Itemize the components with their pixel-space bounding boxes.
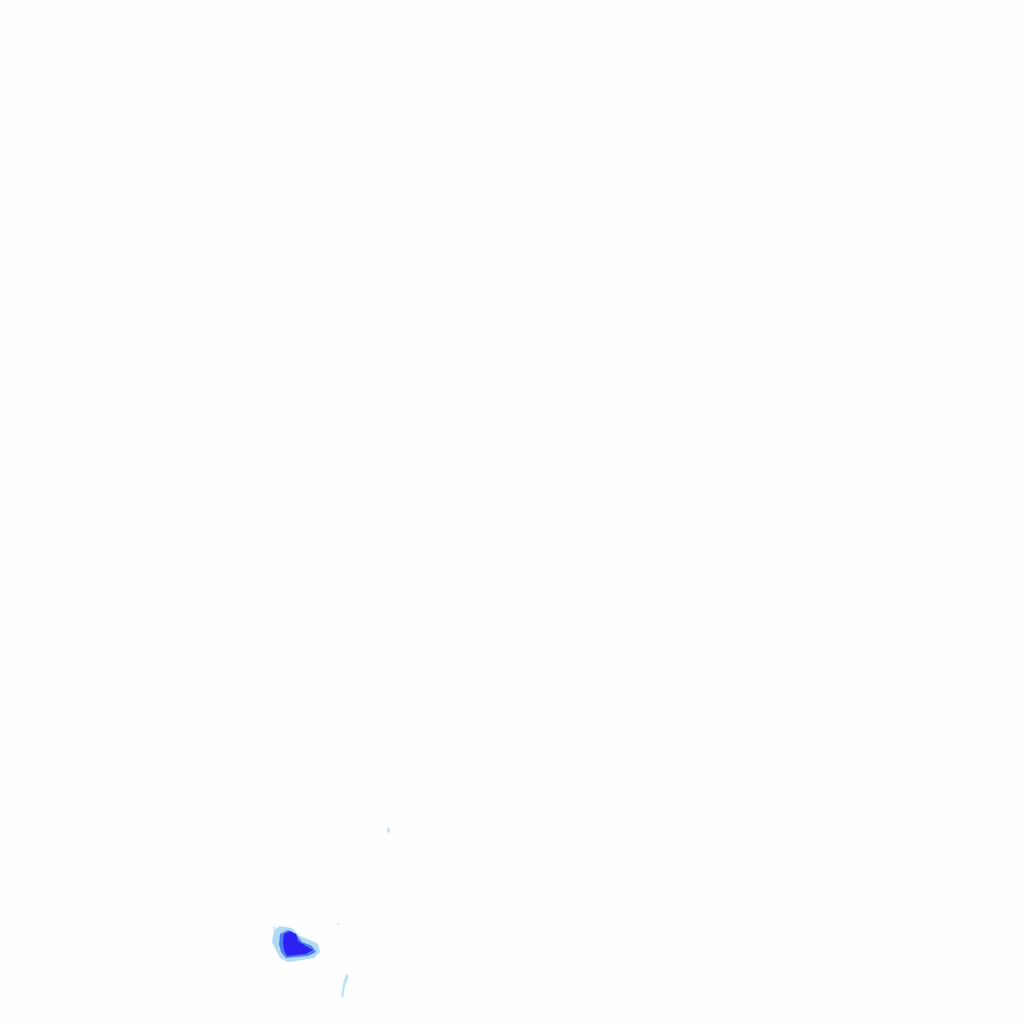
precip-echo-speck (337, 922, 339, 925)
precip-echo-trace-north (387, 826, 390, 834)
precip-echo-fleck-west (273, 926, 275, 930)
precip-echo-trace-streak (341, 974, 349, 998)
precip-echo-heavy (283, 931, 313, 956)
